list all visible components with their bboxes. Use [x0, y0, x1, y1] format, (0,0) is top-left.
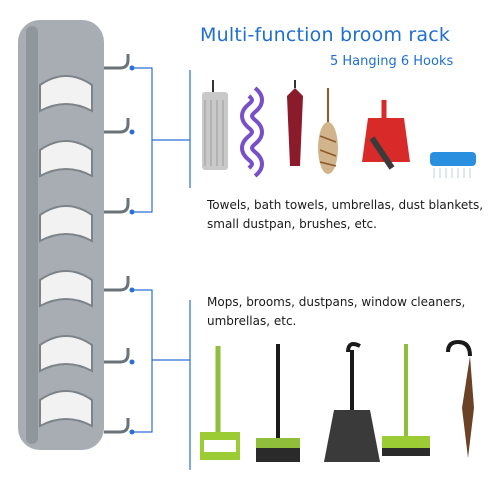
- connector-dot: [129, 209, 135, 215]
- connector-dots: [129, 65, 135, 435]
- grip-slot: [39, 390, 93, 428]
- page-subtitle: 5 Hanging 6 Hooks: [330, 54, 454, 69]
- hook: [104, 54, 130, 70]
- scrub-brush-icon: [430, 152, 476, 178]
- hook: [104, 198, 130, 214]
- grip-slot: [39, 335, 93, 373]
- connector-dot: [129, 359, 135, 365]
- broom-icon: [256, 344, 300, 462]
- window-squeegee-icon: [382, 344, 430, 456]
- long-umbrella-icon: [446, 339, 474, 458]
- rack: [18, 20, 130, 450]
- grip-slot: [39, 140, 93, 178]
- umbrella-icon: [287, 80, 303, 166]
- hook: [104, 418, 130, 434]
- hook: [104, 118, 130, 134]
- hook: [104, 348, 130, 364]
- feather-duster-icon: [318, 88, 338, 174]
- grip-slot: [39, 205, 93, 243]
- towel-icon: [202, 80, 228, 170]
- bath-towel-icon: [240, 86, 264, 178]
- connector-dot: [129, 287, 135, 293]
- rack-edge: [26, 26, 38, 444]
- dustpan-icon: [324, 342, 380, 462]
- connector-dot: [129, 65, 135, 71]
- grip-slot: [39, 75, 93, 113]
- caption-hanging-items: Towels, bath towels, umbrellas, dust bla…: [207, 198, 484, 231]
- connectors: [132, 67, 191, 470]
- hooks: [104, 54, 130, 434]
- grip-slot: [39, 270, 93, 308]
- caption-long-handle-items: Mops, brooms, dustpans, window cleaners,…: [207, 295, 466, 328]
- connector-dot: [129, 129, 135, 135]
- page-title: Multi-function broom rack: [200, 24, 451, 46]
- connector-bottom-bracket: [132, 289, 153, 433]
- grip-slots: [39, 75, 93, 428]
- mop-icon: [200, 346, 240, 460]
- hook: [104, 276, 130, 292]
- connector-top-bracket: [132, 67, 153, 213]
- connector-dot: [129, 429, 135, 435]
- dustpan-with-brush-icon: [362, 100, 410, 170]
